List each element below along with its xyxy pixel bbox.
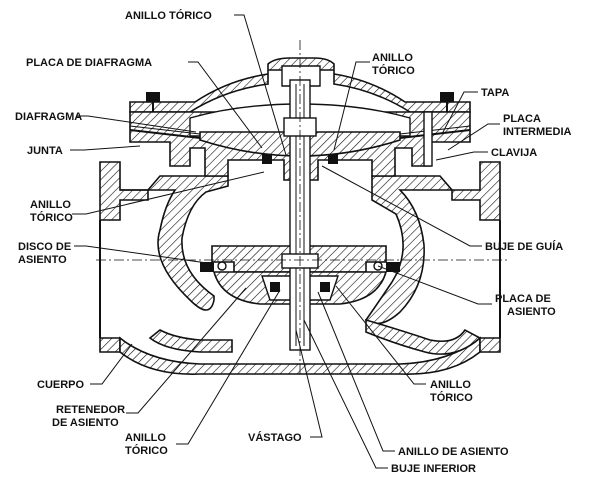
label-retenedor-2: DE ASIENTO [52, 417, 119, 429]
label-anillo-torico-lower-right-2: TÓRICO [430, 391, 473, 404]
label-anillo-torico-left-2: TÓRICO [30, 211, 73, 224]
label-placa-intermedia-2: INTERMEDIA [503, 126, 572, 138]
label-diafragma: DIAFRAGMA [15, 111, 82, 123]
label-placa-asiento-1: PLACA DE [495, 293, 551, 305]
bonnet-tapa [129, 57, 471, 140]
label-anillo-torico-bottom-2: TÓRICO [125, 444, 168, 457]
label-anillo-torico-lower-right-1: ANILLO [430, 379, 471, 391]
label-anillo-torico-right-1: ANILLO [372, 52, 413, 64]
label-anillo-torico-left-1: ANILLO [30, 199, 71, 211]
label-buje-guia: BUJE DE GUÍA [485, 240, 563, 253]
label-clavija: CLAVIJA [491, 147, 537, 159]
label-vastago: VÁSTAGO [248, 431, 302, 444]
label-anillo-de-asiento: ANILLO DE ASIENTO [398, 446, 509, 458]
valve-body [99, 161, 501, 375]
label-disco-asiento-2: ASIENTO [18, 254, 67, 266]
label-junta: JUNTA [27, 145, 63, 157]
label-anillo-torico-top: ANILLO TÓRICO [125, 9, 212, 22]
label-tapa: TAPA [481, 87, 509, 99]
leader-lines [70, 14, 500, 469]
label-disco-asiento-1: DISCO DE [18, 241, 71, 253]
clavija-pin [423, 111, 433, 167]
label-anillo-torico-right-2: TÓRICO [372, 64, 415, 77]
label-placa-intermedia-1: PLACA [503, 113, 541, 125]
label-anillo-torico-bottom-1: ANILLO [125, 432, 166, 444]
label-buje-inferior: BUJE INFERIOR [391, 463, 476, 475]
label-placa-diafragma: PLACA DE DIAFRAGMA [26, 57, 152, 69]
label-cuerpo: CUERPO [37, 379, 85, 391]
label-placa-asiento-2: ASIENTO [507, 306, 556, 318]
callout-labels: ANILLO TÓRICO PLACA DE DIAFRAGMA ANILLO … [15, 9, 572, 475]
label-retenedor-1: RETENEDOR [56, 404, 125, 416]
